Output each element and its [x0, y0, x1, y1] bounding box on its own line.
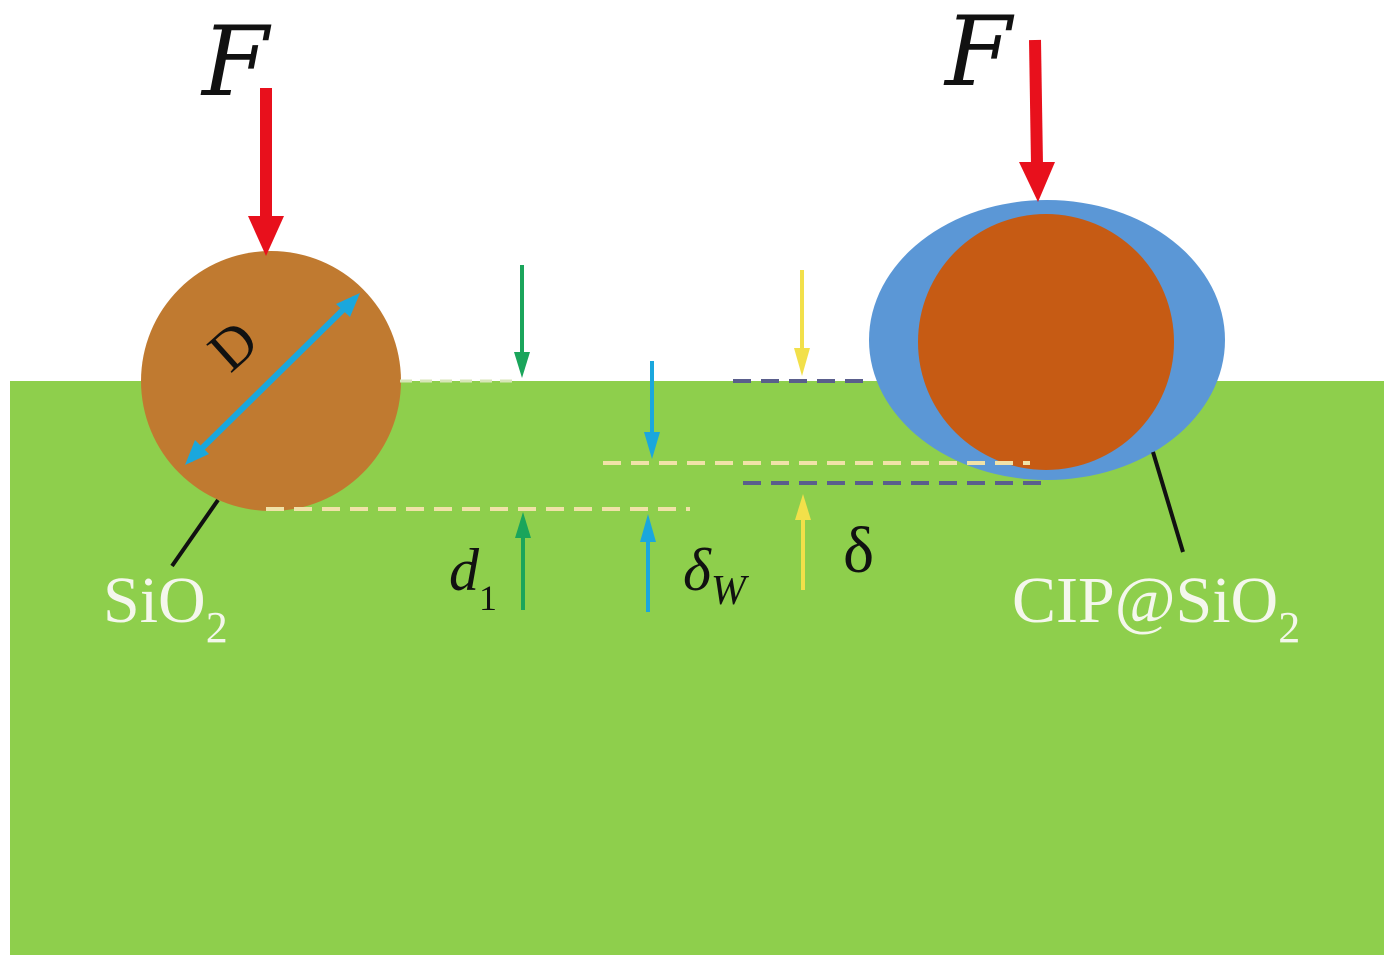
diameter-arrowhead-bottom	[185, 440, 209, 465]
deltaw-top-arrow-head	[644, 432, 660, 459]
d1-label: d1	[449, 537, 497, 618]
cip-leader-line	[1151, 451, 1185, 553]
diameter-arrowhead-top	[336, 293, 360, 317]
sio2-label: SiO2	[103, 564, 228, 652]
force-arrow-left-head	[248, 216, 284, 256]
delta-indicator	[794, 270, 811, 590]
deltaw-label: δW	[683, 537, 750, 614]
d1-bottom-arrow-head	[515, 512, 531, 538]
cip-label: CIP@SiO2	[1012, 564, 1300, 652]
deltaw-bottom-arrow-head	[640, 514, 656, 542]
sio2-leader-line	[170, 498, 220, 568]
cip-core	[918, 214, 1174, 470]
sio2-particle-group: D SiO2	[103, 251, 401, 652]
diameter-line	[187, 295, 358, 463]
deltaw-indicator	[640, 361, 660, 612]
force-arrow-left	[248, 88, 284, 256]
force-arrow-right-shaft	[1029, 39, 1043, 166]
delta-bottom-arrow-head	[795, 494, 811, 520]
delta-label: δ	[843, 514, 874, 587]
cip-particle-group: CIP@SiO2	[869, 200, 1300, 652]
force-arrow-right	[1019, 39, 1055, 202]
d1-top-arrow-head	[514, 352, 530, 378]
force-label-left: F	[200, 6, 272, 118]
delta-top-arrow-head	[794, 348, 810, 376]
d1-indicator	[514, 265, 531, 610]
force-arrow-right-head	[1019, 162, 1055, 202]
force-label-right: F	[943, 0, 1015, 108]
